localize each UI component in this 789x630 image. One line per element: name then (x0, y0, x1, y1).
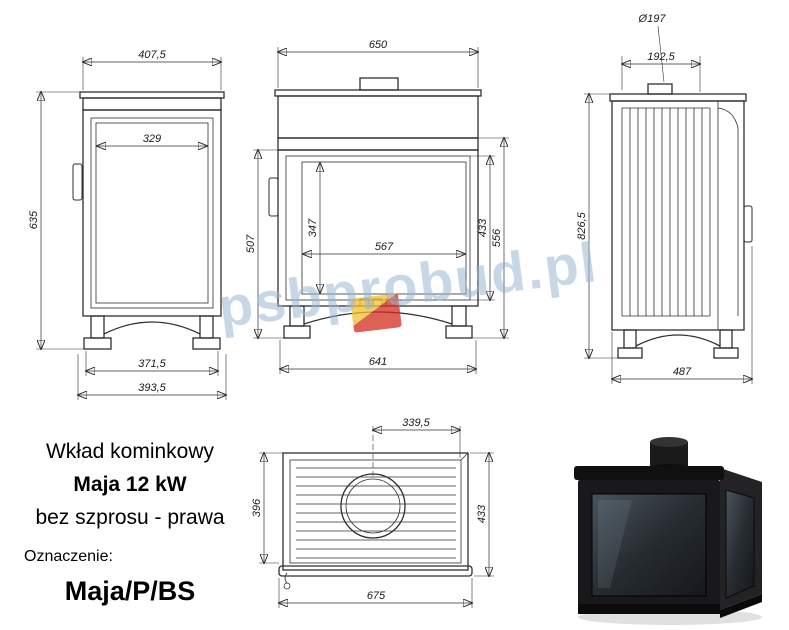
side-dim-feet: 371,5 (86, 351, 218, 376)
dim-side-feet-width: 371,5 (138, 358, 166, 370)
dim-rear-flue-diameter: Ø197 (638, 13, 667, 25)
side-glass (725, 489, 755, 599)
side-dim-overall: 393,5 (78, 354, 226, 400)
product-type: Wkład kominkowy (45, 440, 215, 463)
dim-side-inner-width: 329 (143, 133, 161, 145)
door-handle-front (268, 177, 279, 217)
dim-rear-total-height: 826,5 (576, 211, 588, 239)
front-dim-bottom: 641 (280, 340, 476, 374)
front-body (268, 77, 482, 339)
side-dim-inner: 329 (97, 133, 207, 146)
dim-front-glass-width: 567 (375, 241, 394, 253)
dim-rear-bottom-width: 487 (673, 366, 692, 378)
rear-dim-flue: Ø197 (638, 13, 667, 83)
designation-label: Oznaczenie: (24, 548, 113, 565)
rear-dim-total-height: 826,5 (576, 94, 618, 358)
base-plinth (578, 604, 720, 614)
front-view-drawing: 650 347 567 (246, 39, 509, 374)
top-plate (574, 466, 724, 480)
dim-front-door-height: 433 (477, 218, 489, 237)
rear-view-drawing: Ø197 192,5 (576, 13, 787, 384)
front-glass (591, 493, 707, 597)
dim-side-top-width: 407,5 (138, 49, 166, 61)
rear-body (609, 83, 753, 359)
dim-front-left-height: 507 (246, 234, 257, 253)
product-model: Maja 12 kW (73, 473, 187, 496)
dim-front-glass-height: 347 (307, 218, 319, 237)
side-view-drawing: 407,5 329 635 (28, 49, 240, 400)
door-glass (301, 161, 467, 295)
front-dim-door-height: 433 (470, 156, 495, 300)
front-dim-left-height: 507 (246, 150, 284, 338)
dim-top-inner-depth: 396 (251, 498, 263, 517)
rear-dim-flue-offset: 192,5 (622, 51, 700, 92)
dim-rear-flue-offset: 192,5 (647, 51, 675, 63)
front-dim-glass-width: 567 (303, 241, 465, 254)
product-photo (574, 437, 762, 625)
side-dim-top: 407,5 (83, 49, 221, 90)
door-handle-rear (743, 205, 753, 243)
glass-reflection (598, 500, 632, 588)
designation-code: Maja/P/BS (64, 576, 196, 606)
dim-front-body-height: 556 (491, 228, 503, 247)
top-dim-flue-offset: 339,5 (373, 418, 460, 476)
front-dim-glass-height: 347 (307, 163, 320, 293)
chain-detail (283, 582, 291, 590)
dim-side-overall-width: 393,5 (138, 382, 166, 394)
side-body (72, 91, 225, 350)
top-dim-inner-depth: 396 (251, 453, 283, 563)
side-dim-height: 635 (28, 92, 84, 349)
flue-stub-rear (647, 83, 673, 95)
dim-top-overall-depth: 433 (476, 504, 488, 523)
top-view-drawing: 339,5 396 (251, 418, 494, 608)
rear-dim-bottom: 487 (612, 246, 752, 384)
dim-front-top-width: 650 (369, 39, 388, 51)
dim-top-flue-offset: 339,5 (402, 418, 430, 429)
door-handle-side (72, 163, 83, 201)
watermark-logo (350, 293, 402, 333)
product-variant: bez szprosu - prawa (35, 506, 225, 529)
top-dim-overall-depth: 433 (470, 453, 494, 576)
dim-top-bottom-width: 675 (367, 590, 386, 602)
dim-front-bottom-width: 641 (369, 356, 387, 368)
product-info: Wkład kominkowy Maja 12 kW bez szprosu -… (24, 440, 236, 607)
front-dim-top: 650 (278, 39, 478, 88)
flue-stub-front (359, 77, 399, 91)
dim-side-height: 635 (28, 210, 40, 229)
top-body (278, 452, 473, 590)
front-dim-body-height: 556 (472, 138, 509, 338)
flue-opening (340, 473, 406, 539)
top-dim-bottom: 675 (279, 578, 472, 608)
